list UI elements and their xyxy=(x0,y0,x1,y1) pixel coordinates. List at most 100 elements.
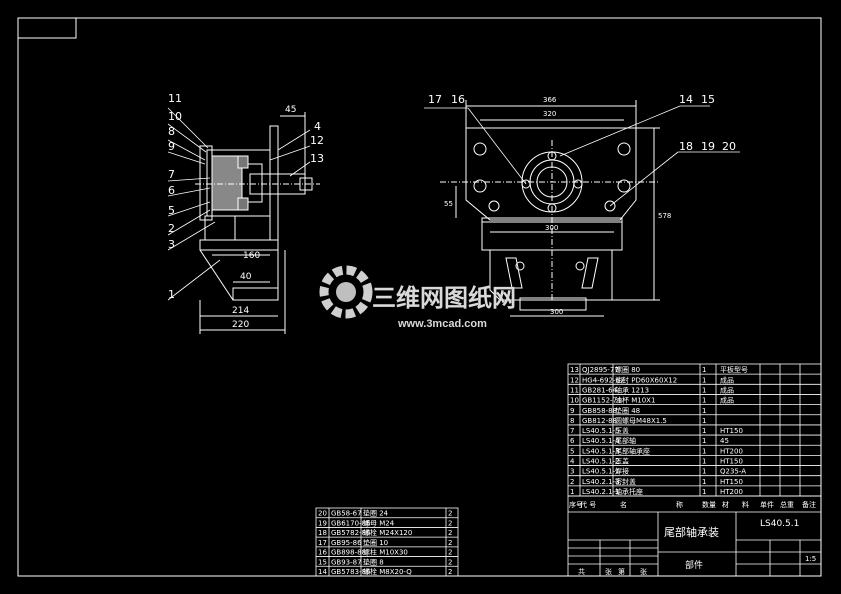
balloon-15: 15 xyxy=(701,93,715,106)
bom-upper-cell: 尾部轴承座 xyxy=(615,446,650,455)
bom-upper-cell: 1 xyxy=(702,407,706,415)
left-balloons: 11 10 8 9 7 6 5 2 3 1 4 12 13 xyxy=(168,92,324,301)
bom-upper-cell: 成品 xyxy=(720,375,734,384)
bom-upper-cell: 密封盖 xyxy=(615,477,636,486)
bom-upper-cell: GB281-64 xyxy=(582,386,618,394)
bom-header-cell: 数量 xyxy=(702,500,716,509)
balloon-20: 20 xyxy=(722,140,736,153)
left-dimensions: 45 160 40 214 220 xyxy=(232,105,296,330)
bom-lower-cell: GB6170-86 xyxy=(331,519,371,527)
bom-upper-cell: GB812-88 xyxy=(582,417,617,425)
right-front-view xyxy=(440,100,660,317)
bom-upper-cell: LS40.2.1-3 xyxy=(582,478,620,486)
footer-sheet-label: 第 xyxy=(618,567,625,576)
watermark-url: www.3mcad.com xyxy=(397,318,487,330)
balloon-5: 5 xyxy=(168,204,175,217)
bom-lower-cell: GB58-67 xyxy=(331,510,362,518)
bom-upper-cell: 1 xyxy=(702,386,706,394)
bom-lower-cell: 19 xyxy=(318,519,327,527)
bom-lower-cell: 2 xyxy=(448,568,452,576)
bom-upper-cell: GB1152-74 xyxy=(582,397,622,405)
bom-upper-cell: 5 xyxy=(570,447,574,455)
right-balloons: 17 16 14 15 18 19 20 xyxy=(428,93,736,153)
bom-upper-cell: 12 xyxy=(570,376,579,384)
balloon-11: 11 xyxy=(168,92,182,105)
bom-header-cell: 单件 xyxy=(760,500,774,509)
bom-upper-cell: 1 xyxy=(702,366,706,374)
bom-upper-cell: 3 xyxy=(570,468,574,476)
bom-upper-cell: Q235-A xyxy=(720,468,746,476)
bom-lower-cell: GB5782-86 xyxy=(331,529,371,537)
right-dimensions: 366 320 300 55 578 300 xyxy=(444,96,671,316)
bom-lower-cell: 垫圈 10 xyxy=(363,538,388,547)
bom-lower-cell: GB898-88 xyxy=(331,549,366,557)
balloon-3: 3 xyxy=(168,238,175,251)
watermark-brand: 三维网图纸网 xyxy=(372,284,516,312)
bom-header-cell: 名 xyxy=(620,500,627,509)
bom-upper-cell: LS40.2.1-1 xyxy=(582,488,620,496)
dim-220: 220 xyxy=(232,320,249,330)
dim-366: 366 xyxy=(543,96,557,104)
bom-lower-cell: 17 xyxy=(318,539,327,547)
bom-lower-cell: GB5783-86 xyxy=(331,568,371,576)
dim-320: 320 xyxy=(543,110,556,118)
bom-upper-cell: 成品 xyxy=(720,396,734,405)
bom-upper-cell: 油杯 M10X1 xyxy=(615,396,655,405)
dim-300-bottom: 300 xyxy=(550,308,563,316)
bom-lower-cell: 螺柱 M10X30 xyxy=(363,548,408,557)
balloon-17: 17 xyxy=(428,93,442,106)
bom-lower-table xyxy=(315,507,459,577)
bom-upper-cell: LS40.5.1-5 xyxy=(582,427,620,435)
bom-upper-cell: 油封 PD60X60X12 xyxy=(615,375,677,384)
bom-header-cell: 料 xyxy=(742,500,749,509)
dim-40: 40 xyxy=(240,272,252,282)
corner-box xyxy=(17,17,77,39)
balloon-6: 6 xyxy=(168,184,175,197)
watermark-logo: 三维网图纸网 www.3mcad.com xyxy=(319,265,516,330)
bom-upper-cell: 7 xyxy=(570,427,574,435)
bom-upper-cell: 平板型号 xyxy=(720,365,748,374)
title-block xyxy=(567,495,822,577)
bom-header-cell: 材 xyxy=(722,500,729,509)
footer-total-label: 共 xyxy=(578,567,585,576)
bom-lower-cell: 垫圈 24 xyxy=(363,509,389,518)
bom-upper-cell: 螺圈 80 xyxy=(615,365,640,374)
balloon-1: 1 xyxy=(168,288,175,301)
balloon-18: 18 xyxy=(679,140,693,153)
bom-lower-cell: 2 xyxy=(448,519,452,527)
bom-lower-cell: 螺栓 M24X120 xyxy=(363,528,412,537)
bom-header-cell: 备注 xyxy=(802,500,816,509)
bom-upper-cell: HT150 xyxy=(720,478,743,486)
scale-value: 1:5 xyxy=(805,555,816,563)
balloon-14: 14 xyxy=(679,93,693,106)
bom-upper-cell: 垫圈 48 xyxy=(615,406,640,415)
bom-upper-cell: 1 xyxy=(702,488,706,496)
bom-lower-cell: 螺母 M24 xyxy=(363,518,395,527)
bom-upper-cell: HG4-692-67 xyxy=(582,376,624,384)
bom-upper-cell: 1 xyxy=(702,468,706,476)
bom-upper-cell: 轴承 1213 xyxy=(615,385,649,394)
bom-upper-cell: 1 xyxy=(702,437,706,445)
dim-214: 214 xyxy=(232,306,249,316)
bom-lower-cell: 2 xyxy=(448,558,452,566)
bom-upper-cell: LS40.5.1-1 xyxy=(582,468,620,476)
drawing-title: 尾部轴承装 xyxy=(664,525,719,539)
bom-upper-cell: 9 xyxy=(570,407,574,415)
balloon-12: 12 xyxy=(310,134,324,147)
drawing-code: LS40.5.1 xyxy=(760,519,799,529)
bom-upper-cell: 圆螺母M48X1.5 xyxy=(615,416,667,425)
bom-upper-cell: 1 xyxy=(702,397,706,405)
part-label: 部件 xyxy=(685,559,703,571)
balloon-9: 9 xyxy=(168,140,175,153)
balloon-4: 4 xyxy=(314,120,321,133)
bom-upper-cell: 45 xyxy=(720,437,729,445)
bom-lower-cell: 20 xyxy=(318,510,327,518)
balloon-10: 10 xyxy=(168,110,182,123)
left-leaders xyxy=(167,107,311,301)
balloon-16: 16 xyxy=(451,93,465,106)
bom-upper-cell: GB858-88 xyxy=(582,407,617,415)
